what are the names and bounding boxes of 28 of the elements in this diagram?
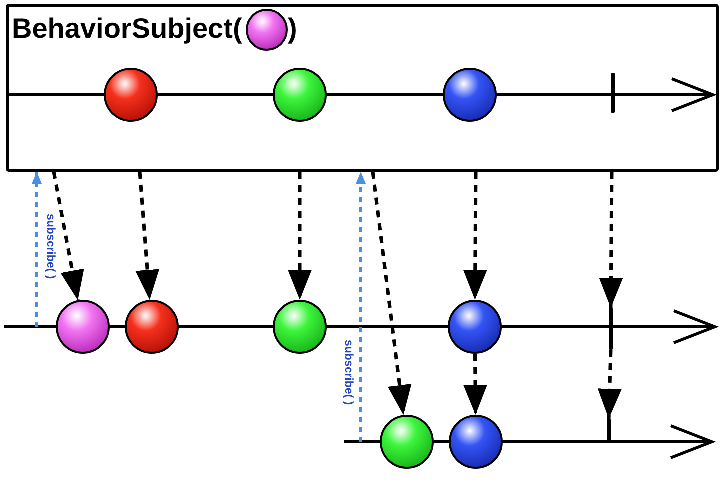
completion-tick	[611, 73, 615, 113]
dashed-arrow	[288, 172, 312, 300]
title-text: BehaviorSubject(	[12, 15, 242, 43]
marble	[448, 300, 502, 354]
dashed-arrow	[52, 172, 84, 301]
marble	[449, 415, 503, 469]
subject-panel	[6, 4, 719, 172]
completion-tick	[609, 308, 613, 350]
edge-label: subscribe( )	[44, 214, 56, 280]
marble	[125, 300, 179, 354]
closing-parenthesis: )	[288, 15, 298, 43]
marble	[56, 300, 110, 354]
marble	[104, 68, 158, 122]
dashed-arrow	[463, 172, 488, 300]
marble	[246, 9, 288, 51]
dashed-arrow	[136, 172, 160, 300]
marble	[273, 300, 327, 354]
marble	[443, 68, 497, 122]
dashed-arrow	[356, 172, 366, 442]
edge-label: subscribe( )	[342, 340, 354, 406]
completion-tick	[607, 419, 611, 443]
dashed-arrow	[32, 172, 42, 327]
dashed-arrow	[464, 354, 488, 416]
dashed-arrow	[371, 172, 412, 416]
dashed-arrow	[598, 350, 622, 420]
marble	[273, 68, 327, 122]
dashed-arrow	[599, 172, 624, 308]
marble	[380, 415, 434, 469]
